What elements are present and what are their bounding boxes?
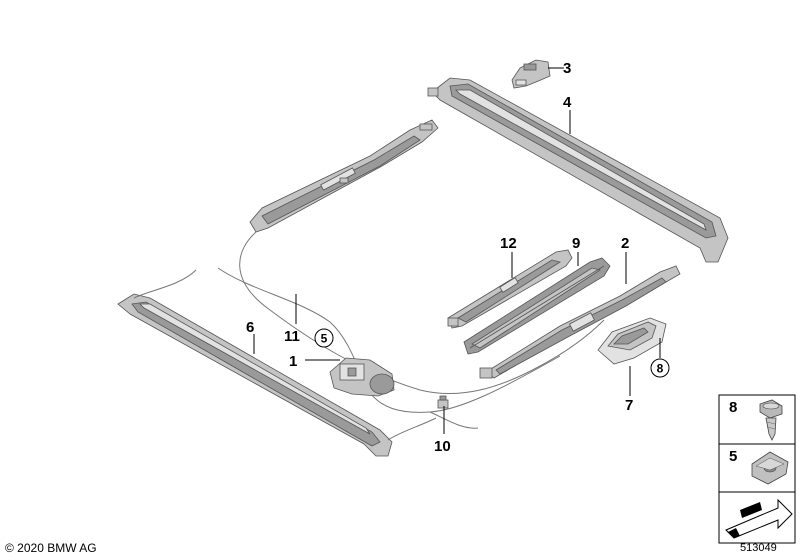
left-guide-rail[interactable]	[249, 119, 439, 233]
callout-10: 10	[434, 438, 451, 455]
callout-5-circled: 5	[314, 328, 334, 348]
callout-6: 6	[246, 319, 254, 336]
bolt-icon	[759, 399, 783, 441]
part-6-front-seal[interactable]	[117, 269, 437, 457]
part-12-guide[interactable]	[447, 249, 573, 329]
part-2-rail[interactable]	[479, 265, 681, 379]
part-1-drive-motor[interactable]	[329, 357, 395, 397]
arrow-icon	[725, 498, 793, 539]
parts-legend: 8 5	[718, 394, 796, 544]
svg-text:5: 5	[321, 332, 328, 346]
part-4-frame-bar[interactable]	[427, 77, 729, 263]
callout-8-circled: 8	[650, 358, 670, 378]
copyright-text: © 2020 BMW AG	[5, 541, 97, 555]
callout-2: 2	[621, 235, 629, 252]
part-10-clip[interactable]	[437, 395, 449, 409]
legend-label-bolt: 8	[729, 399, 737, 416]
callout-1: 1	[289, 353, 297, 370]
document-number: 513049	[740, 542, 777, 554]
callout-9: 9	[572, 235, 580, 252]
svg-text:8: 8	[657, 362, 664, 376]
part-9-seal-strip[interactable]	[463, 257, 611, 355]
clip-nut-icon	[751, 451, 789, 485]
callout-12: 12	[500, 235, 517, 252]
legend-label-clip-nut: 5	[729, 448, 737, 465]
callout-7: 7	[625, 397, 633, 414]
callout-4: 4	[563, 94, 572, 111]
part-7-bracket-plate[interactable]	[597, 317, 667, 365]
callout-3: 3	[563, 60, 571, 77]
leader-lines	[253, 67, 661, 434]
part-3-bracket[interactable]	[511, 59, 551, 89]
callout-11: 11	[284, 328, 300, 345]
